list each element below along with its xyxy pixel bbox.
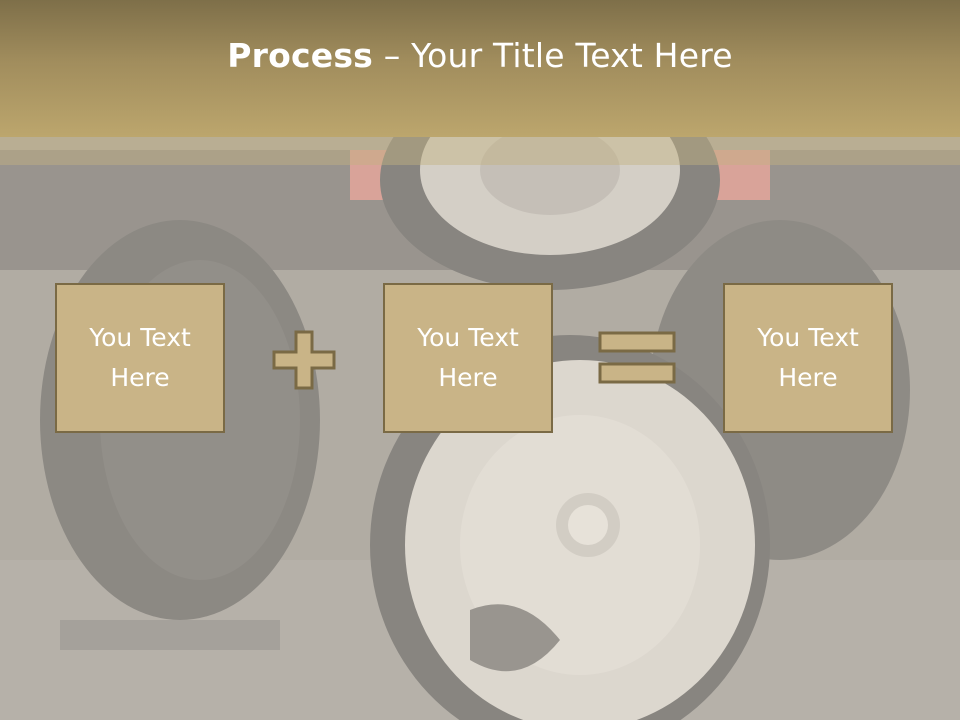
text-box-1-label: You Text Here [89, 323, 191, 392]
text-box-3-label: You Text Here [757, 323, 859, 392]
plus-icon [272, 330, 336, 390]
slide-title: Process – Your Title Text Here [227, 36, 733, 75]
title-bar: Process – Your Title Text Here [0, 0, 960, 137]
text-box-3[interactable]: You Text Here [723, 283, 893, 433]
title-bold: Process [227, 36, 374, 75]
title-band [0, 137, 960, 165]
text-box-2[interactable]: You Text Here [383, 283, 553, 433]
title-rest: – Your Title Text Here [373, 36, 733, 75]
text-box-1[interactable]: You Text Here [55, 283, 225, 433]
text-box-2-label: You Text Here [417, 323, 519, 392]
equals-icon [598, 331, 676, 384]
